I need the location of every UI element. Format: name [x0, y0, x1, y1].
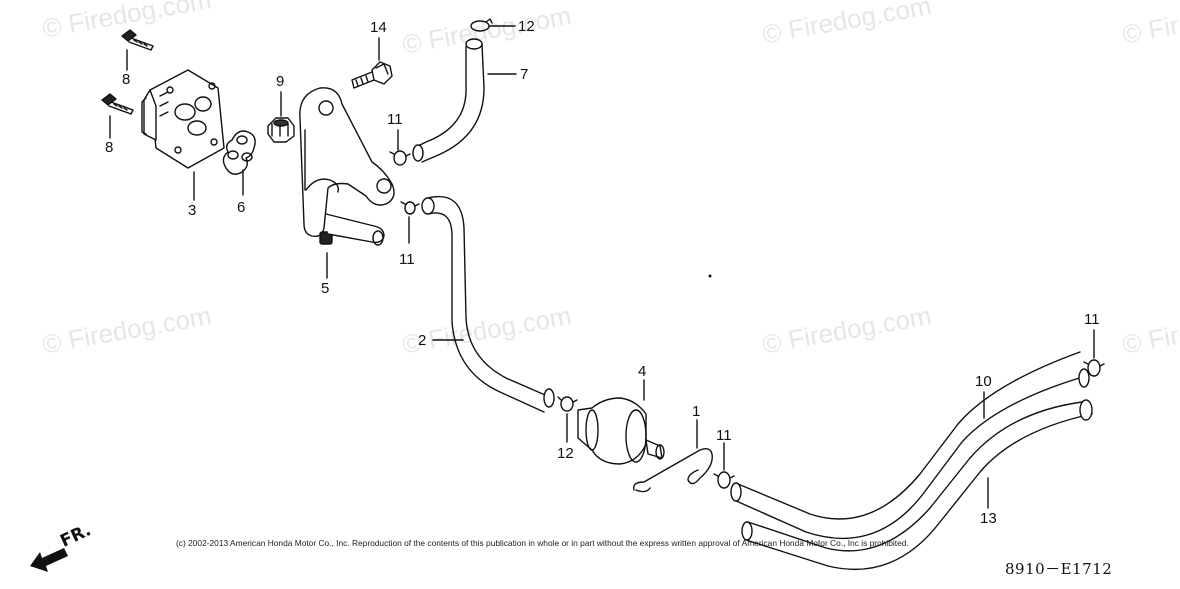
- clip-icon: [470, 18, 493, 32]
- callout-4: 4: [638, 363, 647, 380]
- fuel-hose-icon: [730, 351, 1090, 539]
- diagram-code: 8910－E1712: [1005, 560, 1113, 578]
- fuel-hose-icon: [741, 399, 1093, 570]
- front-arrow-icon: [30, 548, 68, 572]
- callout-6: 6: [237, 199, 246, 216]
- callout-11: 11: [1084, 311, 1100, 328]
- fuel-hose-icon: [421, 196, 555, 413]
- callout-12: 12: [518, 18, 535, 35]
- callout-12: 12: [557, 445, 574, 462]
- callout-3: 3: [188, 202, 197, 219]
- clip-icon: [400, 201, 420, 215]
- callout-2: 2: [418, 332, 427, 349]
- clip-icon: [389, 150, 411, 166]
- nut-icon: [267, 117, 295, 143]
- callout-1: 1: [692, 403, 701, 420]
- callout-7: 7: [520, 66, 529, 83]
- callout-11: 11: [716, 427, 732, 444]
- callout-8: 8: [122, 71, 131, 88]
- fuel-hose-icon: [412, 38, 485, 163]
- bolt-icon: [351, 61, 393, 89]
- callout-13: 13: [980, 510, 997, 527]
- bolt-icon: [121, 29, 154, 51]
- copyright-notice: (c) 2002-2013 American Honda Motor Co., …: [176, 538, 909, 548]
- callout-14: 14: [370, 19, 387, 36]
- callout-9: 9: [276, 73, 285, 90]
- callout-11: 11: [387, 111, 403, 128]
- callout-10: 10: [975, 373, 992, 390]
- clip-icon: [633, 447, 713, 493]
- callout-5: 5: [321, 280, 330, 297]
- bracket-icon: [299, 87, 395, 246]
- callout-11: 11: [399, 251, 415, 268]
- clip-icon: [713, 471, 735, 489]
- gasket-icon: [222, 130, 256, 175]
- fuel-pump-icon: [141, 69, 225, 169]
- fuel-filter-icon: [577, 397, 665, 465]
- bolt-icon: [101, 93, 134, 115]
- callout-8: 8: [105, 139, 114, 156]
- clip-icon: [1083, 359, 1105, 377]
- clip-icon: [557, 396, 578, 412]
